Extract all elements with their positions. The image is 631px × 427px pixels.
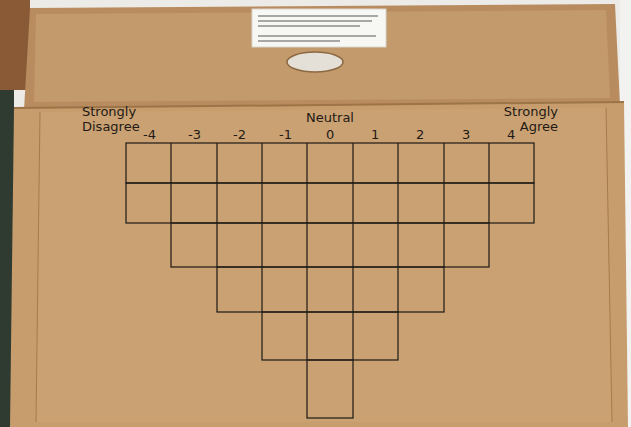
scale-number: 0 bbox=[326, 127, 334, 142]
scale-number: -1 bbox=[279, 127, 292, 142]
scale-number: -3 bbox=[188, 127, 201, 142]
scale-number: 3 bbox=[462, 127, 470, 142]
q-sort-grid bbox=[126, 143, 534, 418]
scale-number: -4 bbox=[143, 127, 156, 142]
scale-end-label: Strongly Agree bbox=[492, 104, 558, 134]
scale-number: -2 bbox=[233, 127, 246, 142]
scale-number: 2 bbox=[416, 127, 424, 142]
scale-end-label: Strongly Disagree bbox=[82, 104, 148, 134]
scale-mid-label: Neutral bbox=[306, 110, 354, 125]
scale-number: 1 bbox=[371, 127, 379, 142]
scale-number: 4 bbox=[507, 127, 515, 142]
